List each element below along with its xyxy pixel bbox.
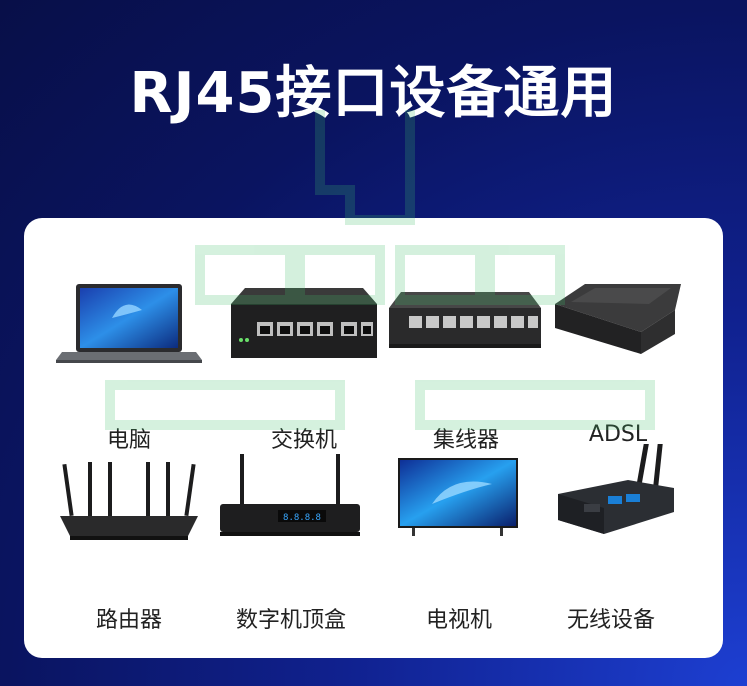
- device-switch: 交换机: [217, 264, 391, 474]
- tv-icon: [398, 458, 518, 536]
- router-icon: [60, 462, 198, 540]
- svg-text:8.8.8.8: 8.8.8.8: [283, 513, 321, 523]
- device-wireless: 无线设备: [524, 444, 698, 654]
- device-label: 电视机: [425, 608, 492, 633]
- device-label: 路由器: [95, 608, 162, 633]
- switch-icon: [231, 288, 377, 358]
- adsl-modem-icon: [555, 284, 681, 354]
- set-top-box-icon: 8.8.8.8: [220, 454, 360, 536]
- device-label: 无线设备: [566, 608, 655, 633]
- device-card: 电脑 交换机: [24, 218, 723, 658]
- device-laptop: 电脑: [42, 264, 216, 474]
- device-set-top-box: 8.8.8.8 数字机顶盒: [204, 444, 378, 654]
- device-router: 路由器: [42, 444, 216, 654]
- page-title: RJ45接口设备通用: [129, 61, 618, 126]
- device-adsl: ADSL: [531, 264, 705, 474]
- device-label: 数字机顶盒: [235, 608, 346, 633]
- device-label: 电脑: [106, 428, 151, 453]
- hub-icon: [389, 292, 541, 348]
- device-hub: 集线器: [379, 264, 553, 474]
- device-label: 交换机: [270, 428, 337, 453]
- wireless-device-icon: [558, 444, 674, 534]
- laptop-icon: [56, 284, 202, 363]
- device-label: 集线器: [432, 428, 499, 453]
- device-label: ADSL: [588, 422, 648, 447]
- device-tv: 电视机: [372, 444, 546, 654]
